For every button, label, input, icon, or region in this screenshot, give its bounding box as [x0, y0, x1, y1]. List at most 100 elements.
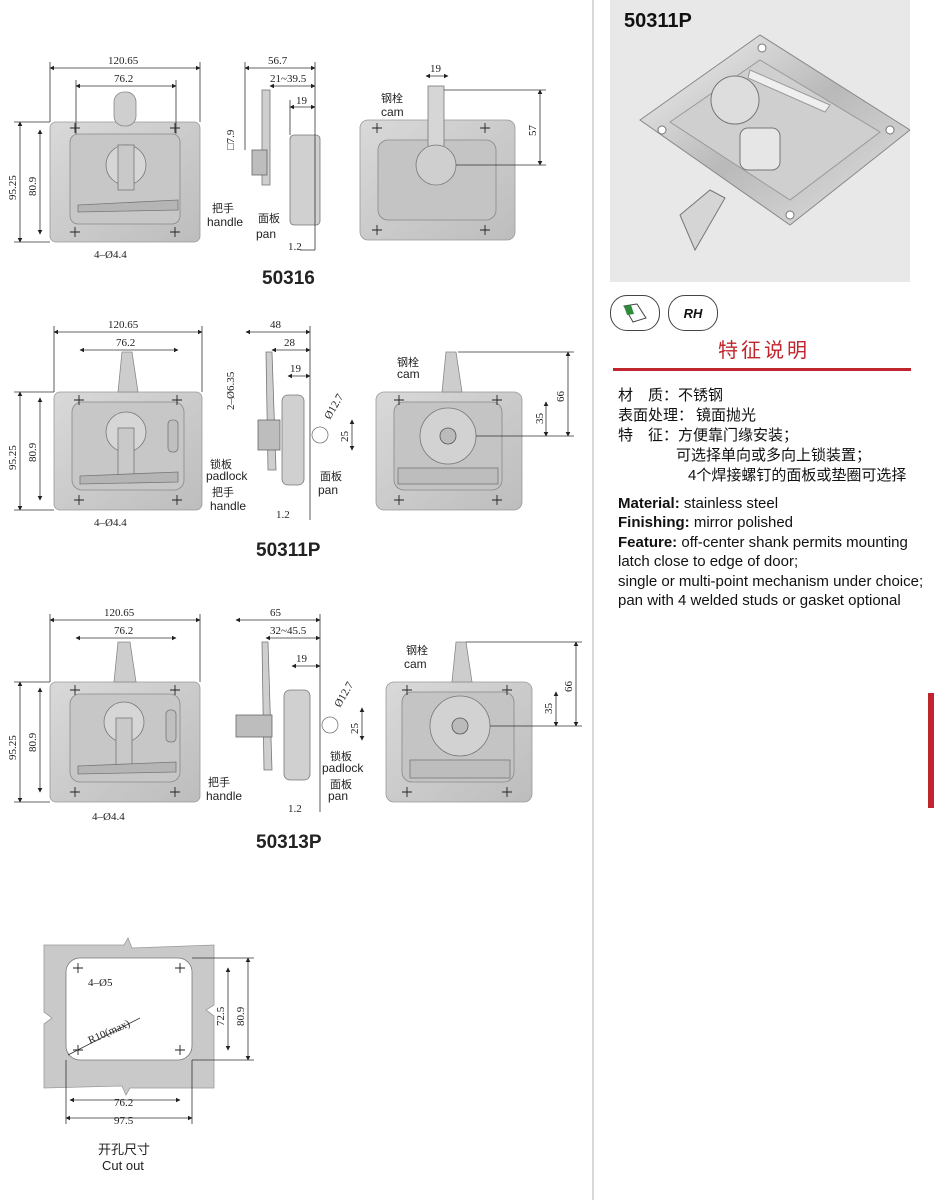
d3-cam-cn: 钢栓 — [406, 643, 428, 657]
d3-pan-en: pan — [328, 789, 348, 803]
cutout-w1: 76.2 — [114, 1097, 133, 1109]
d2-cam-en: cam — [397, 367, 420, 381]
d3-model: 50313P — [256, 832, 322, 853]
cn-feature-value-2: 可选择单向或多向上锁装置； — [676, 447, 872, 464]
en-finish-key: Finishing: — [618, 514, 690, 532]
d3-padlock-cn: 锁板 — [330, 749, 352, 763]
d3-holes: 4–Ø4.4 — [92, 811, 125, 823]
d3-handle-en: handle — [206, 789, 242, 803]
d1-model: 50316 — [262, 268, 315, 289]
d2-side-127: Ø12.7 — [322, 392, 346, 422]
heading-underline — [613, 368, 911, 371]
d2-padlock-cn: 锁板 — [210, 457, 232, 471]
d3-pan-cn: 面板 — [330, 777, 352, 791]
d3-cam-en: cam — [404, 657, 427, 671]
d1-dim-width: 120.65 — [108, 55, 139, 67]
d1-handle-en: handle — [207, 215, 243, 229]
d2-side-19: 19 — [290, 363, 302, 375]
d3-side-w: 65 — [270, 607, 282, 619]
cn-material-key: 材 质： — [618, 387, 679, 404]
d3-padlock-en: padlock — [322, 761, 364, 775]
d3-side-range: 32~45.5 — [270, 625, 307, 637]
d2-handle-en: handle — [210, 499, 246, 513]
d1-handle-cn: 把手 — [212, 201, 234, 215]
product-title: 50311P — [624, 10, 692, 32]
d1-back-w: 19 — [430, 63, 442, 75]
d3-side-t: 1.2 — [288, 803, 302, 815]
d3-side-127: Ø12.7 — [332, 680, 356, 710]
d2-pan-cn: 面板 — [320, 469, 342, 483]
d2-side-w: 48 — [270, 319, 282, 331]
product-panel: 50311P RH 特征说明 材 质：不锈钢 表面处理：镜面抛光 特 征：方便靠… — [600, 0, 934, 1200]
d3-dim-inner: 76.2 — [114, 625, 133, 637]
d3-dim-width: 120.65 — [104, 607, 135, 619]
cutout-label-cn: 开孔尺寸 — [98, 1142, 150, 1157]
cutout-h1: 72.5 — [215, 1006, 227, 1026]
d1-cam-cn: 钢栓 — [381, 91, 403, 105]
d3-dim-h1: 95.25 — [7, 735, 19, 760]
rh-icon: RH — [668, 295, 718, 331]
d1-side-sq: □7.9 — [225, 129, 237, 150]
d1-cam-en: cam — [381, 105, 404, 119]
d2-model: 50311P — [256, 540, 321, 561]
features-cn: 材 质：不锈钢 表面处理：镜面抛光 特 征：方便靠门缘安装； 可选择单向或多向上… — [618, 386, 906, 486]
cutout-w2: 97.5 — [114, 1115, 134, 1127]
d1-dim-h1: 95.25 — [7, 175, 19, 200]
side-tab-marker — [928, 693, 934, 808]
mirror-finish-icon — [610, 295, 660, 331]
d1-pan-en: pan — [256, 227, 276, 241]
cutout-label-en: Cut out — [102, 1158, 144, 1173]
d3-dim-h2: 80.9 — [27, 732, 39, 752]
cn-feature-value-3: 4个焊接螺钉的面板或垫圈可选择 — [688, 467, 907, 484]
d2-dim-h1: 95.25 — [7, 445, 19, 470]
latch-illustration — [639, 34, 911, 252]
cutout-holes: 4–Ø5 — [88, 977, 113, 989]
cn-finish-value: 镜面抛光 — [696, 407, 757, 424]
d2-side-dia: 2–Ø6.35 — [225, 371, 237, 410]
d2-pan-en: pan — [318, 483, 338, 497]
d3-side-19: 19 — [296, 653, 308, 665]
d1-side-w: 56.7 — [268, 55, 288, 67]
d1-pan-cn: 面板 — [258, 211, 280, 225]
en-feature-value: off-center shank permits mounting latch … — [618, 533, 908, 571]
d3-back-66: 66 — [563, 681, 575, 693]
d2-padlock-en: padlock — [206, 469, 248, 483]
d2-side-25: 25 — [339, 431, 351, 443]
drawing-50311P — [14, 326, 574, 520]
en-finish-value: mirror polished — [689, 514, 794, 532]
vertical-divider — [592, 0, 594, 1200]
en-feature-key: Feature: — [618, 533, 678, 551]
d1-dim-h2: 80.9 — [27, 176, 39, 196]
d2-holes: 4–Ø4.4 — [94, 517, 127, 529]
hole-crosshairs — [70, 123, 512, 1055]
d3-side-25: 25 — [349, 723, 361, 735]
en-line-2: single or multi-point mechanism under ch… — [618, 572, 924, 590]
d1-back-h: 57 — [527, 125, 539, 137]
d1-side-t: 1.2 — [288, 241, 302, 253]
d2-back-66: 66 — [555, 391, 567, 403]
cutout-drawing — [43, 937, 254, 1124]
product-photo — [610, 0, 911, 282]
features-en: Material: stainless steel Finishing: mir… — [618, 494, 932, 610]
d2-handle-cn: 把手 — [212, 485, 234, 499]
d2-side-t: 1.2 — [276, 509, 290, 521]
d2-dim-h2: 80.9 — [27, 442, 39, 462]
technical-drawings: 120.65 76.2 95.25 80.9 4–Ø4.4 把手 handle … — [7, 55, 582, 1173]
en-material-key: Material: — [618, 495, 680, 512]
d2-dim-width: 120.65 — [108, 319, 139, 331]
cn-material-value: 不锈钢 — [678, 387, 724, 404]
drawing-50316 — [14, 62, 546, 251]
en-line-3: pan with 4 welded studs or gasket option… — [618, 592, 901, 610]
d1-dim-inner: 76.2 — [114, 73, 133, 85]
feature-icons: RH — [610, 295, 718, 331]
d2-side-28: 28 — [284, 337, 296, 349]
d3-back-35: 35 — [543, 703, 555, 715]
d1-side-19: 19 — [296, 95, 308, 107]
d2-dim-inner: 76.2 — [116, 337, 135, 349]
features-heading: 特征说明 — [718, 340, 810, 362]
drawing-50313P — [14, 614, 582, 812]
d2-back-35: 35 — [534, 413, 546, 425]
en-material-value: stainless steel — [679, 495, 779, 512]
d2-cam-cn: 钢栓 — [397, 355, 419, 369]
cn-feature-key: 特 征： — [618, 427, 679, 444]
